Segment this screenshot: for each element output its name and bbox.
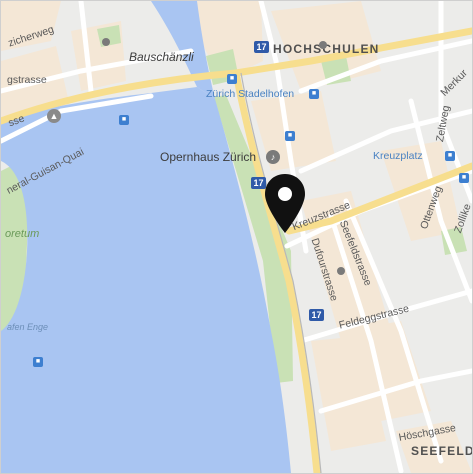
label-bauschaenzli[interactable]: Bauschänzli <box>129 50 194 64</box>
route-shield: 17 <box>254 41 269 53</box>
ferry-icon[interactable]: ■ <box>119 115 129 125</box>
poi-dot-icon[interactable] <box>102 38 110 46</box>
tram-stop-icon[interactable]: ■ <box>227 74 237 84</box>
label-seefeld[interactable]: SEEFELD <box>411 444 473 458</box>
tram-lines <box>240 72 322 473</box>
lake-zurich <box>1 87 291 473</box>
label-stadelhofen[interactable]: Zürich Stadelhofen <box>206 88 295 100</box>
location-pin-icon[interactable] <box>263 173 307 235</box>
poi-dot-icon[interactable] <box>319 41 327 49</box>
museum-icon[interactable]: ▲ <box>47 109 61 123</box>
tram-stop-icon[interactable]: ■ <box>285 131 295 141</box>
poi-dot-icon[interactable] <box>337 267 345 275</box>
label-hochschulen[interactable]: HOCHSCHULEN <box>273 42 380 56</box>
opera-icon[interactable]: ♪ <box>266 150 280 164</box>
train-station-icon[interactable]: ■ <box>309 89 319 99</box>
tram-stop-icon[interactable]: ■ <box>459 173 469 183</box>
label-hafen-enge[interactable]: afen Enge <box>7 322 49 332</box>
label-opernhaus[interactable]: Opernhaus Zürich <box>160 150 257 164</box>
parks <box>1 25 467 473</box>
label-oretum[interactable]: oretum <box>5 228 40 240</box>
train-station-icon[interactable]: ■ <box>445 151 455 161</box>
ferry-icon[interactable]: ■ <box>33 357 43 367</box>
main-roads <box>1 27 472 473</box>
label-kreuzplatz[interactable]: Kreuzplatz <box>373 150 423 162</box>
route-shield: 17 <box>251 177 266 189</box>
route-shield: 17 <box>309 309 324 321</box>
label-gstrasse[interactable]: gstrasse <box>7 74 47 86</box>
